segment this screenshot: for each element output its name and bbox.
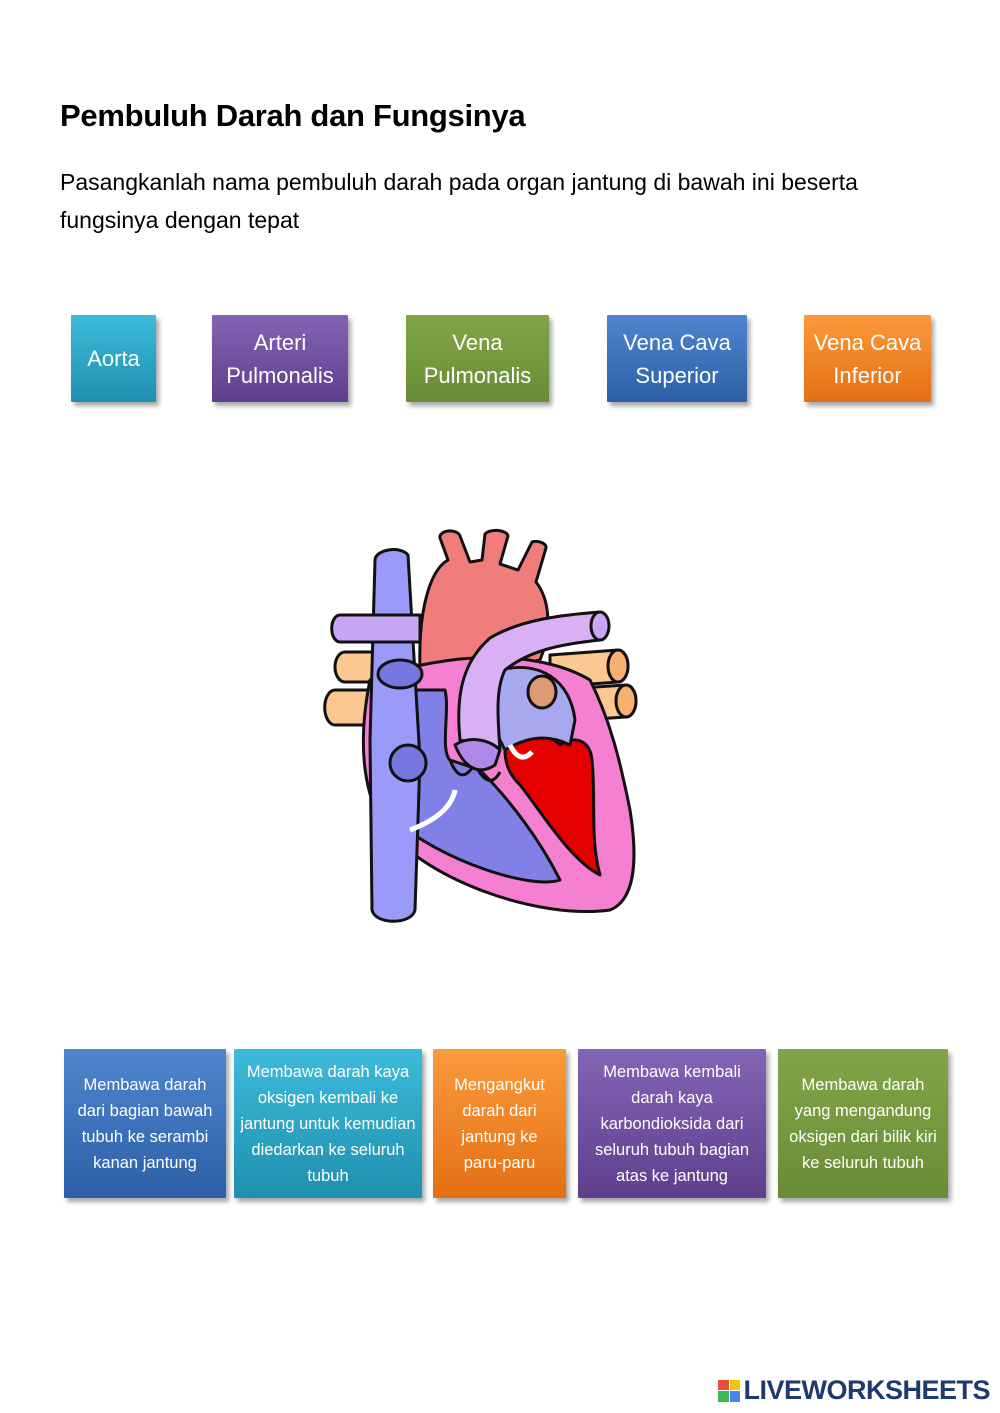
name-tile-arteri-pulmonalis[interactable]: Arteri Pulmonalis	[212, 315, 348, 402]
liveworksheets-logo-icon	[718, 1379, 741, 1402]
name-tile-vena-pulmonalis[interactable]: Vena Pulmonalis	[406, 315, 549, 402]
function-tile-4[interactable]: Membawa kembali darah kaya karbondioksid…	[578, 1049, 766, 1198]
pulmonary-artery	[330, 613, 422, 644]
name-tile-vena-cava-superior[interactable]: Vena Cava Superior	[607, 315, 747, 402]
function-tile-1[interactable]: Membawa darah dari bagian bawah tubuh ke…	[64, 1049, 226, 1198]
function-tile-5[interactable]: Membawa darah yang mengandung oksigen da…	[778, 1049, 948, 1198]
liveworksheets-brand: LIVEWORKSHEETS	[718, 1375, 990, 1406]
page-title: Pembuluh Darah dan Fungsinya	[60, 98, 526, 133]
function-tile-2[interactable]: Membawa darah kaya oksigen kembali ke ja…	[234, 1049, 422, 1198]
superior-vena-cava	[368, 548, 422, 923]
function-tile-3[interactable]: Mengangkut darah dari jantung ke paru-pa…	[433, 1049, 566, 1198]
instruction-text: Pasangkanlah nama pembuluh darah pada or…	[60, 169, 858, 233]
heart-diagram	[323, 528, 638, 923]
name-tile-aorta[interactable]: Aorta	[71, 315, 156, 402]
name-tile-vena-cava-inferior[interactable]: Vena Cava Inferior	[804, 315, 931, 402]
brand-text: LIVEWORKSHEETS	[743, 1375, 990, 1405]
left-ventricle	[503, 734, 602, 877]
